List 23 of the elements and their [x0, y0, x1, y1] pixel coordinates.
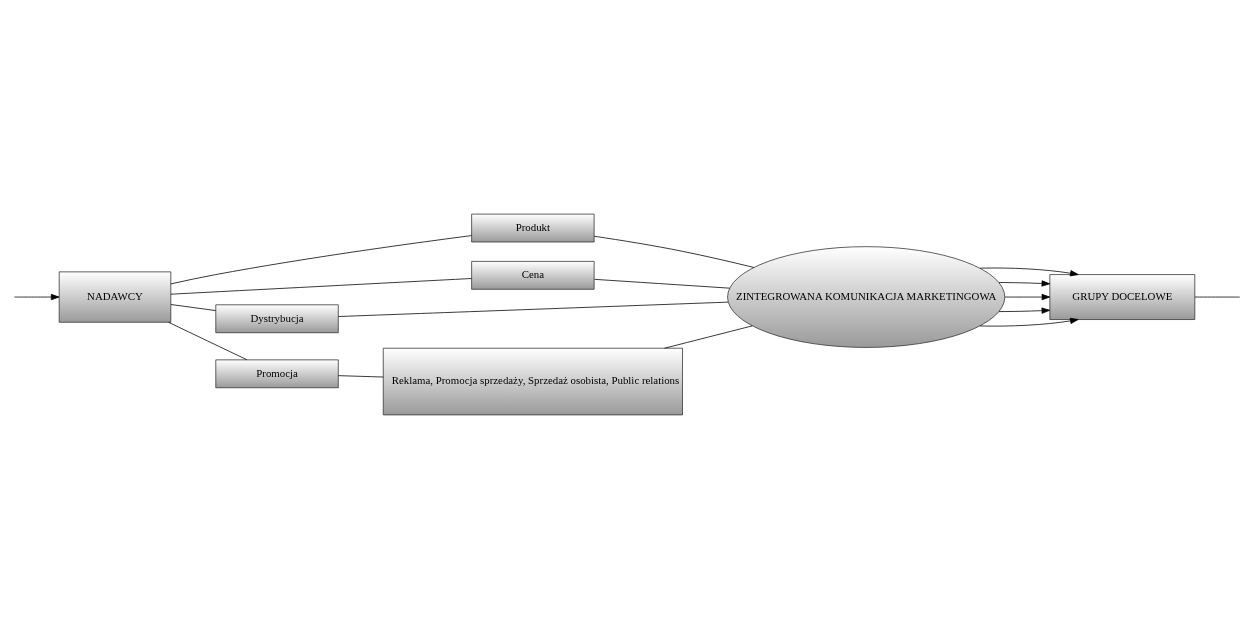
connector	[338, 301, 729, 317]
arrow	[13, 293, 60, 300]
node-box: Promocja	[215, 358, 339, 388]
arrow	[979, 267, 1079, 276]
node-box: Reklama, Promocja sprzedaży, Sprzedaż osobista, Public relations	[382, 347, 683, 415]
connector	[594, 278, 730, 289]
connector	[170, 303, 217, 311]
connector	[338, 374, 384, 377]
node-box: Dystrybucja	[215, 303, 339, 333]
node-ellipse: ZINTEGROWANA KOMUNIKACJA MARKETINGOWA	[727, 245, 1006, 348]
arrow	[998, 279, 1051, 287]
node-box: GRUPY DOCELOWE	[1049, 273, 1196, 320]
arrow	[979, 317, 1079, 326]
arrow	[1004, 293, 1051, 300]
node-box: Produkt	[471, 213, 595, 242]
connector	[170, 234, 472, 284]
arrow	[998, 307, 1051, 314]
connector	[664, 325, 753, 349]
connector	[170, 277, 472, 295]
connector	[593, 235, 755, 268]
connector	[168, 321, 248, 360]
node-box: Cena	[471, 260, 595, 290]
node-box: NADAWCY	[58, 270, 172, 323]
